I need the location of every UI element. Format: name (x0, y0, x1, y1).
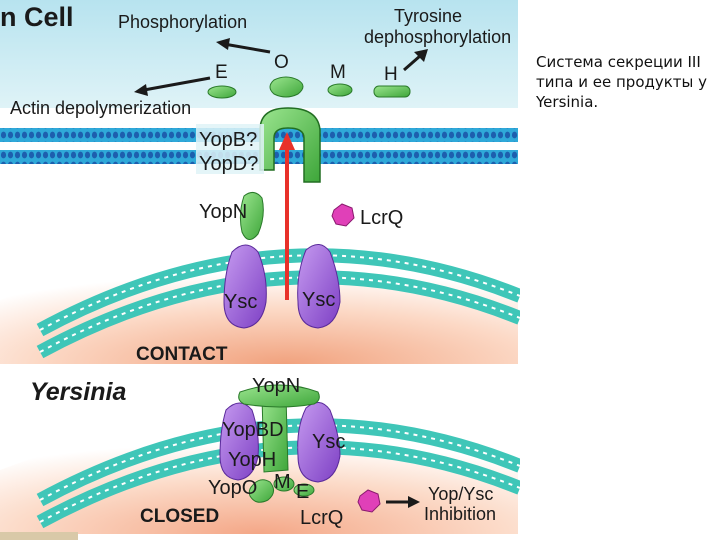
actin-depolymerization-label: Actin depolymerization (10, 98, 191, 118)
yopb-label: YopB? (199, 129, 257, 151)
phosphorylation-label: Phosphorylation (118, 12, 247, 32)
closed-yoph-label: YopH (228, 449, 276, 471)
tyrosine-label: Tyrosine (394, 6, 462, 26)
inhibition-arrow (386, 496, 420, 508)
effector-arrows (134, 38, 428, 96)
yop-e-protein (207, 85, 237, 99)
yop-h-protein (373, 85, 411, 98)
closed-e-protein (293, 483, 315, 497)
slide-caption: Система секреции III типа и ее продукты … (536, 53, 708, 111)
yersinia-secretion-diagram: n Cell Phosphorylation Tyrosine dephosph… (0, 0, 520, 534)
closed-ysc-label: Ysc (312, 431, 345, 453)
bacterial-membrane-contact (36, 248, 520, 359)
closed-yopo-label: YopO (208, 477, 257, 499)
closed-m-protein (273, 476, 295, 492)
closed-yopbd-label: YopBD (222, 419, 284, 441)
yopn-label: YopN (199, 201, 247, 223)
yop-o-label: O (274, 52, 289, 73)
yop-e-label: E (215, 62, 228, 83)
closed-label: CLOSED (140, 506, 219, 527)
inhibition-label-1: Yop/Ysc (428, 484, 493, 504)
closed-yopn-protein (238, 384, 320, 408)
lcrq-protein (331, 203, 355, 227)
yopd-label: YopD? (199, 153, 258, 175)
inhibition-label-2: Inhibition (424, 504, 496, 524)
closed-lcrq-protein (357, 489, 381, 513)
ysc-left-label: Ysc (224, 291, 257, 313)
closed-yopo-protein (248, 479, 274, 503)
corner-tab (0, 532, 78, 540)
closed-e-label: E (296, 481, 309, 503)
ysc-left-protein (223, 244, 267, 329)
closed-lcrq-label: LcrQ (300, 507, 343, 529)
yop-m-label: M (330, 62, 346, 83)
closed-ysc-left-protein (219, 402, 259, 481)
lcrq-label: LcrQ (360, 207, 403, 229)
yop-h-label: H (384, 64, 398, 85)
yopbd-pore (259, 107, 321, 183)
dephosphorylation-label: dephosphorylation (364, 27, 511, 47)
closed-m-label: M (274, 471, 291, 493)
yersinia-label: Yersinia (30, 378, 126, 406)
secretion-arrow (279, 132, 295, 300)
ysc-right-label: Ysc (302, 289, 335, 311)
host-cell-label: n Cell (0, 2, 74, 32)
yopn-protein (239, 192, 264, 240)
closed-ysc-right-protein (297, 402, 341, 483)
ysc-right-protein (297, 244, 341, 329)
closed-yopn-label: YopN (252, 375, 300, 397)
yop-m-protein (327, 83, 353, 97)
yop-o-protein (269, 76, 304, 98)
contact-label: CONTACT (136, 344, 228, 365)
